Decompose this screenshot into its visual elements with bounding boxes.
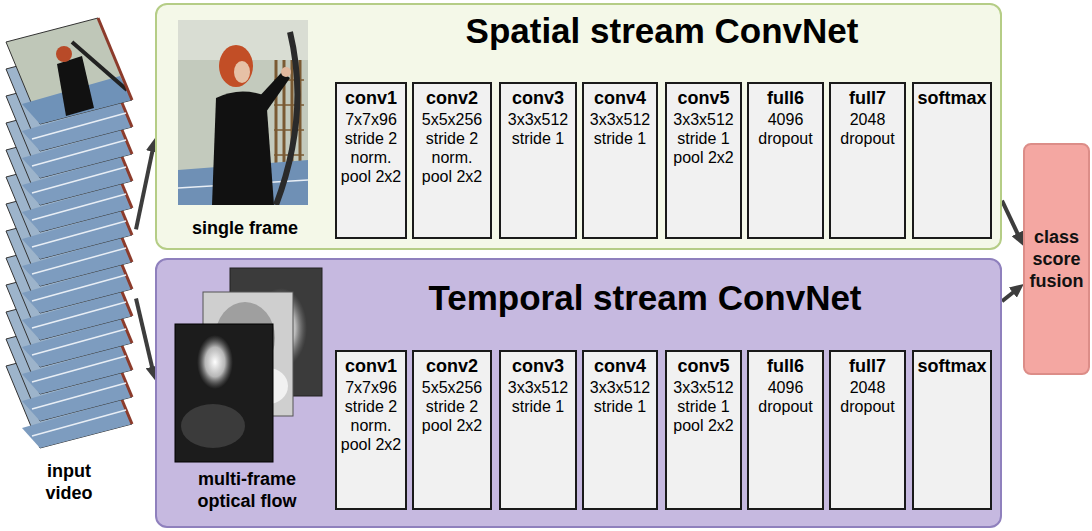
- layer-params: 7x7x96 stride 2 norm. pool 2x2: [339, 110, 403, 186]
- fusion-box: class score fusion: [1023, 143, 1090, 375]
- layer-box: conv33x3x512 stride 1: [499, 350, 577, 510]
- flow-arrow: [136, 299, 153, 372]
- image-caption: multi-frame optical flow: [185, 468, 309, 512]
- panel-title: Spatial stream ConvNet: [332, 11, 992, 51]
- layer-box: conv17x7x96 stride 2 norm. pool 2x2: [335, 350, 407, 510]
- layer-box: conv17x7x96 stride 2 norm. pool 2x2: [335, 82, 407, 239]
- layer-box: conv25x5x256 stride 2 norm. pool 2x2: [412, 82, 492, 239]
- flow-arrow: [136, 147, 153, 230]
- layer-box: conv43x3x512 stride 1: [582, 350, 658, 510]
- layer-box: conv53x3x512 stride 1 pool 2x2: [665, 350, 742, 510]
- flow-arrow: [1002, 201, 1020, 238]
- layer-name: conv2: [416, 356, 488, 377]
- layer-params: 3x3x512 stride 1: [503, 378, 573, 416]
- layer-box: full64096 dropout: [747, 350, 824, 510]
- layer-params: 7x7x96 stride 2 norm. pool 2x2: [339, 378, 403, 454]
- layer-name: conv2: [416, 88, 488, 109]
- label-holder: single frame: [179, 217, 311, 239]
- stream-panel: Spatial stream ConvNet conv17x7x96 stride…: [155, 3, 1002, 250]
- layer-name: softmax: [916, 88, 988, 109]
- layer-name: softmax: [916, 356, 988, 377]
- fusion-label: class score fusion: [1027, 226, 1086, 292]
- layer-name: conv5: [669, 356, 738, 377]
- image-caption: single frame: [179, 217, 311, 239]
- panel-title: Temporal stream ConvNet: [315, 278, 975, 318]
- layer-name: conv4: [586, 356, 654, 377]
- layer-params: 5x5x256 stride 2 pool 2x2: [416, 378, 488, 435]
- layer-name: conv5: [669, 88, 738, 109]
- flow-arrow: [1002, 289, 1017, 301]
- layer-params: 2048 dropout: [833, 378, 902, 416]
- layer-box: conv33x3x512 stride 1: [499, 82, 577, 239]
- layer-params: 4096 dropout: [751, 378, 820, 416]
- layer-name: full7: [833, 88, 902, 109]
- layer-name: conv1: [339, 88, 403, 109]
- layer-params: 3x3x512 stride 1 pool 2x2: [669, 110, 738, 167]
- layer-name: conv3: [503, 356, 573, 377]
- layer-name: conv3: [503, 88, 573, 109]
- optical-flow-illustration: [173, 266, 333, 466]
- layer-box: conv25x5x256 stride 2 pool 2x2: [412, 350, 492, 510]
- layer-box: conv53x3x512 stride 1 pool 2x2: [665, 82, 742, 239]
- layer-params: 2048 dropout: [833, 110, 902, 148]
- layer-params: 3x3x512 stride 1: [586, 378, 654, 416]
- layer-box: full72048 dropout: [829, 350, 906, 510]
- node-label: input video: [38, 460, 100, 504]
- layer-name: full6: [751, 88, 820, 109]
- layer-name: full6: [751, 356, 820, 377]
- input-video: input video: [2, 12, 136, 506]
- layer-params: 5x5x256 stride 2 norm. pool 2x2: [416, 110, 488, 186]
- layer-box: full64096 dropout: [747, 82, 824, 239]
- layer-box: conv43x3x512 stride 1: [582, 82, 658, 239]
- layer-params: 3x3x512 stride 1: [586, 110, 654, 148]
- layer-params: 3x3x512 stride 1 pool 2x2: [669, 378, 738, 435]
- layer-box: softmax: [912, 350, 992, 510]
- single-frame-illustration: [178, 20, 308, 205]
- layer-box: full72048 dropout: [829, 82, 906, 239]
- layer-name: conv1: [339, 356, 403, 377]
- layer-name: conv4: [586, 88, 654, 109]
- layer-params: 3x3x512 stride 1: [503, 110, 573, 148]
- layer-name: full7: [833, 356, 902, 377]
- layer-box: softmax: [912, 82, 992, 239]
- layer-params: 4096 dropout: [751, 110, 820, 148]
- label-holder: multi-frame optical flow: [185, 468, 309, 512]
- video-frames-illustration: [2, 12, 136, 462]
- video-top-frame: [6, 18, 132, 124]
- stream-panel: Temporal stream ConvNet conv17x7x96 strid…: [155, 258, 1002, 528]
